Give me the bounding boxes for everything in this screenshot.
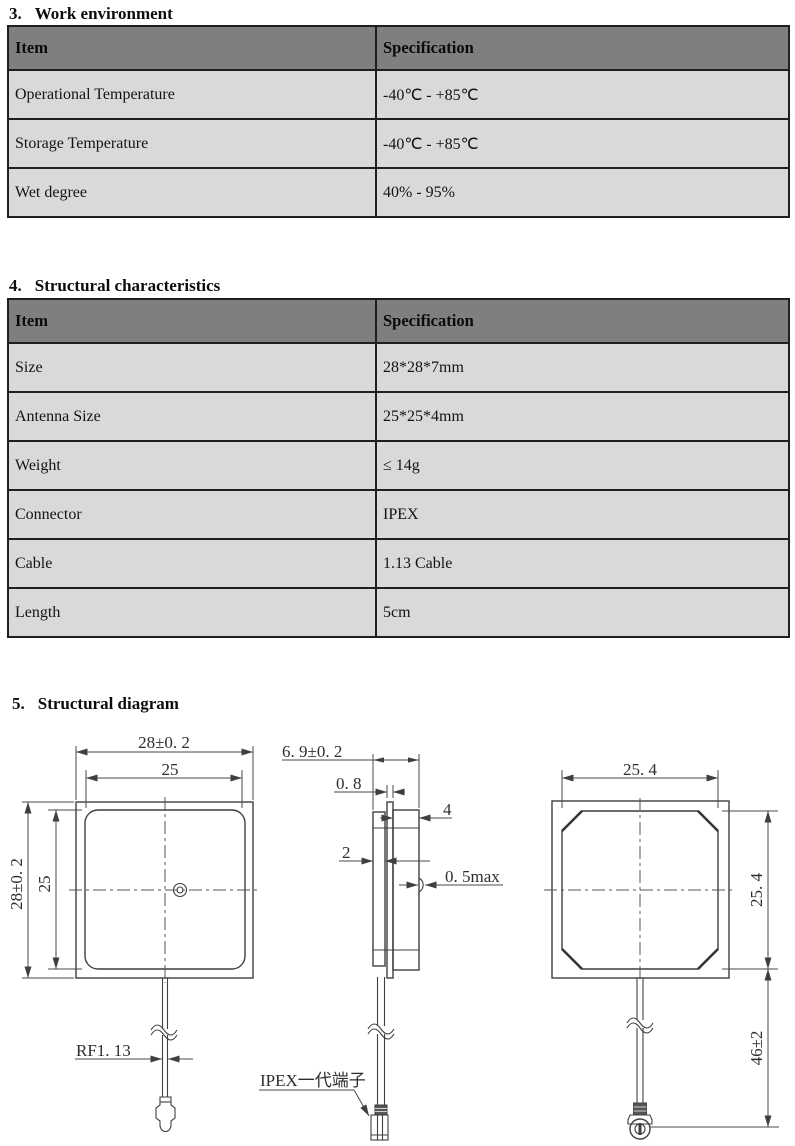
section-4-number: 4. xyxy=(9,276,22,295)
side-base-outline xyxy=(372,811,386,967)
back-ipex-connector xyxy=(627,1102,653,1140)
front-dim-outer-width: 28±0. 2 xyxy=(138,733,190,752)
table-header-row: Item Specification xyxy=(7,298,790,344)
row-value: 25*25*4mm xyxy=(375,391,790,442)
back-cable xyxy=(626,978,654,1103)
table-row: Antenna Size 25*25*4mm xyxy=(7,391,790,442)
column-header-specification: Specification xyxy=(375,25,790,71)
row-label: Size xyxy=(7,342,377,393)
row-label: Wet degree xyxy=(7,167,377,218)
back-dim-cable-length: 46±2 xyxy=(747,1031,766,1066)
structural-characteristics-table: Item Specification Size 28*28*7mm Antenn… xyxy=(7,298,790,638)
table-row: Connector IPEX xyxy=(7,489,790,540)
cable-type-label: RF1. 13 xyxy=(76,1041,131,1060)
row-value: -40℃ - +85℃ xyxy=(375,118,790,169)
table-row: Weight ≤ 14g xyxy=(7,440,790,491)
row-label: Connector xyxy=(7,489,377,540)
front-dim-inner-height: 25 xyxy=(35,876,54,893)
section-3-heading: 3. Work environment xyxy=(9,4,173,24)
back-dim-width: 25. 4 xyxy=(623,760,658,779)
structural-diagram-drawing: 28±0. 2 25 28±0. 2 25 RF1. 13 xyxy=(7,733,779,1141)
front-ipex-connector xyxy=(155,1096,176,1133)
column-header-specification: Specification xyxy=(375,298,790,344)
side-patch-outline xyxy=(392,809,420,971)
row-value: IPEX xyxy=(375,489,790,540)
row-value: 28*28*7mm xyxy=(375,342,790,393)
side-dim-protrusion: 0. 5max xyxy=(445,867,500,886)
front-view-drawing: 28±0. 2 25 28±0. 2 25 RF1. 13 xyxy=(7,733,258,1133)
work-environment-table: Item Specification Operational Temperatu… xyxy=(7,25,790,218)
table-row: Length 5cm xyxy=(7,587,790,638)
row-value: 1.13 Cable xyxy=(375,538,790,589)
side-dim-patch-thickness: 4 xyxy=(443,800,452,819)
column-header-item: Item xyxy=(7,298,377,344)
table-row: Storage Temperature -40℃ - +85℃ xyxy=(7,118,790,169)
back-dim-height: 25. 4 xyxy=(747,873,766,908)
side-solder-bump xyxy=(418,877,424,893)
table-row: Size 28*28*7mm xyxy=(7,342,790,393)
front-dim-inner-width: 25 xyxy=(162,760,179,779)
row-value: 40% - 95% xyxy=(375,167,790,218)
section-4-title: Structural characteristics xyxy=(34,276,221,295)
section-4-heading: 4. Structural characteristics xyxy=(9,276,220,296)
row-value: 5cm xyxy=(375,587,790,638)
row-label: Storage Temperature xyxy=(7,118,377,169)
ipex-terminal-label: IPEX一代端子 xyxy=(260,1071,366,1090)
side-dim-pcb-thickness: 0. 8 xyxy=(336,774,362,793)
table-row: Cable 1.13 Cable xyxy=(7,538,790,589)
section-5-heading: 5. Structural diagram xyxy=(12,694,179,714)
section-3-title: Work environment xyxy=(34,4,173,23)
row-value: ≤ 14g xyxy=(375,440,790,491)
row-label: Antenna Size xyxy=(7,391,377,442)
row-label: Length xyxy=(7,587,377,638)
row-label: Operational Temperature xyxy=(7,69,377,120)
section-5-number: 5. xyxy=(12,694,25,713)
side-view-drawing: 6. 9±0. 2 0. 8 4 2 0. 5max xyxy=(259,742,503,1141)
back-view-drawing: 25. 4 25. 4 46±2 xyxy=(544,760,779,1140)
column-header-item: Item xyxy=(7,25,377,71)
row-label: Cable xyxy=(7,538,377,589)
table-row: Wet degree 40% - 95% xyxy=(7,167,790,218)
row-value: -40℃ - +85℃ xyxy=(375,69,790,120)
front-cable xyxy=(150,978,178,1097)
side-dim-base-thickness: 2 xyxy=(342,843,351,862)
row-label: Weight xyxy=(7,440,377,491)
side-cable xyxy=(367,977,395,1105)
table-header-row: Item Specification xyxy=(7,25,790,71)
section-5-title: Structural diagram xyxy=(37,694,179,713)
side-dim-thickness: 6. 9±0. 2 xyxy=(282,742,342,761)
front-dim-outer-height: 28±0. 2 xyxy=(7,858,26,910)
section-3-number: 3. xyxy=(9,4,22,23)
side-ipex-connector xyxy=(370,1104,389,1141)
table-row: Operational Temperature -40℃ - +85℃ xyxy=(7,69,790,120)
